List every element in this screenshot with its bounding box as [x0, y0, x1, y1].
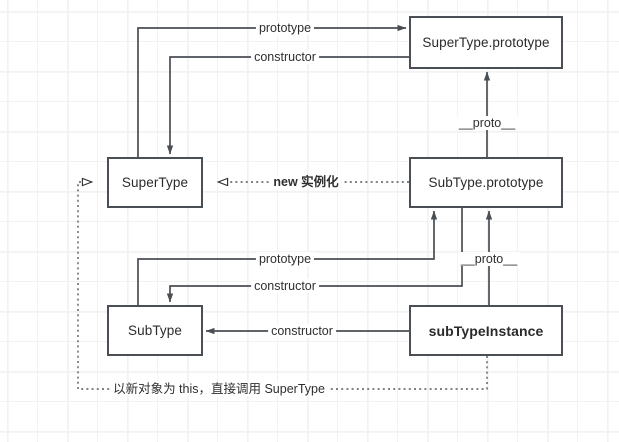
- edge-supertypeproto-constructor: [166, 56, 409, 155]
- edge-label-subtype-prototype: prototype: [255, 252, 315, 266]
- edge-label-supertype-prototype: prototype: [255, 21, 315, 35]
- edge-label-subtypeproto-proto: __proto__: [455, 116, 519, 130]
- node-supertype-prototype-label: SuperType.prototype: [422, 35, 550, 50]
- edge-label-supertypeproto-constructor: constructor: [251, 50, 319, 64]
- node-supertype-label: SuperType: [121, 175, 189, 190]
- edge-label-subtypeproto-constructor: constructor: [251, 279, 319, 293]
- node-supertype-prototype[interactable]: SuperType.prototype: [409, 16, 563, 69]
- node-subtypeinstance-label: subTypeInstance: [428, 322, 544, 339]
- node-subtype-label: SubType: [128, 323, 182, 338]
- edge-label-call-supertype: 以新对象为 this，直接调用 SuperType: [110, 382, 328, 396]
- edge-label-instance-constructor: constructor: [268, 324, 336, 338]
- node-supertype[interactable]: SuperType: [107, 157, 203, 208]
- edge-call-supertype: [77, 182, 488, 390]
- node-subtype-prototype-label: SubType.prototype: [428, 175, 544, 190]
- edge-label-instance-proto: __proto__: [457, 252, 521, 266]
- node-subtypeinstance[interactable]: subTypeInstance: [409, 305, 563, 356]
- node-subtype[interactable]: SubType: [107, 305, 203, 356]
- edge-supertype-prototype: [137, 24, 407, 157]
- node-subtype-prototype[interactable]: SubType.prototype: [409, 157, 563, 208]
- edge-label-new-instance: new 实例化: [270, 175, 342, 189]
